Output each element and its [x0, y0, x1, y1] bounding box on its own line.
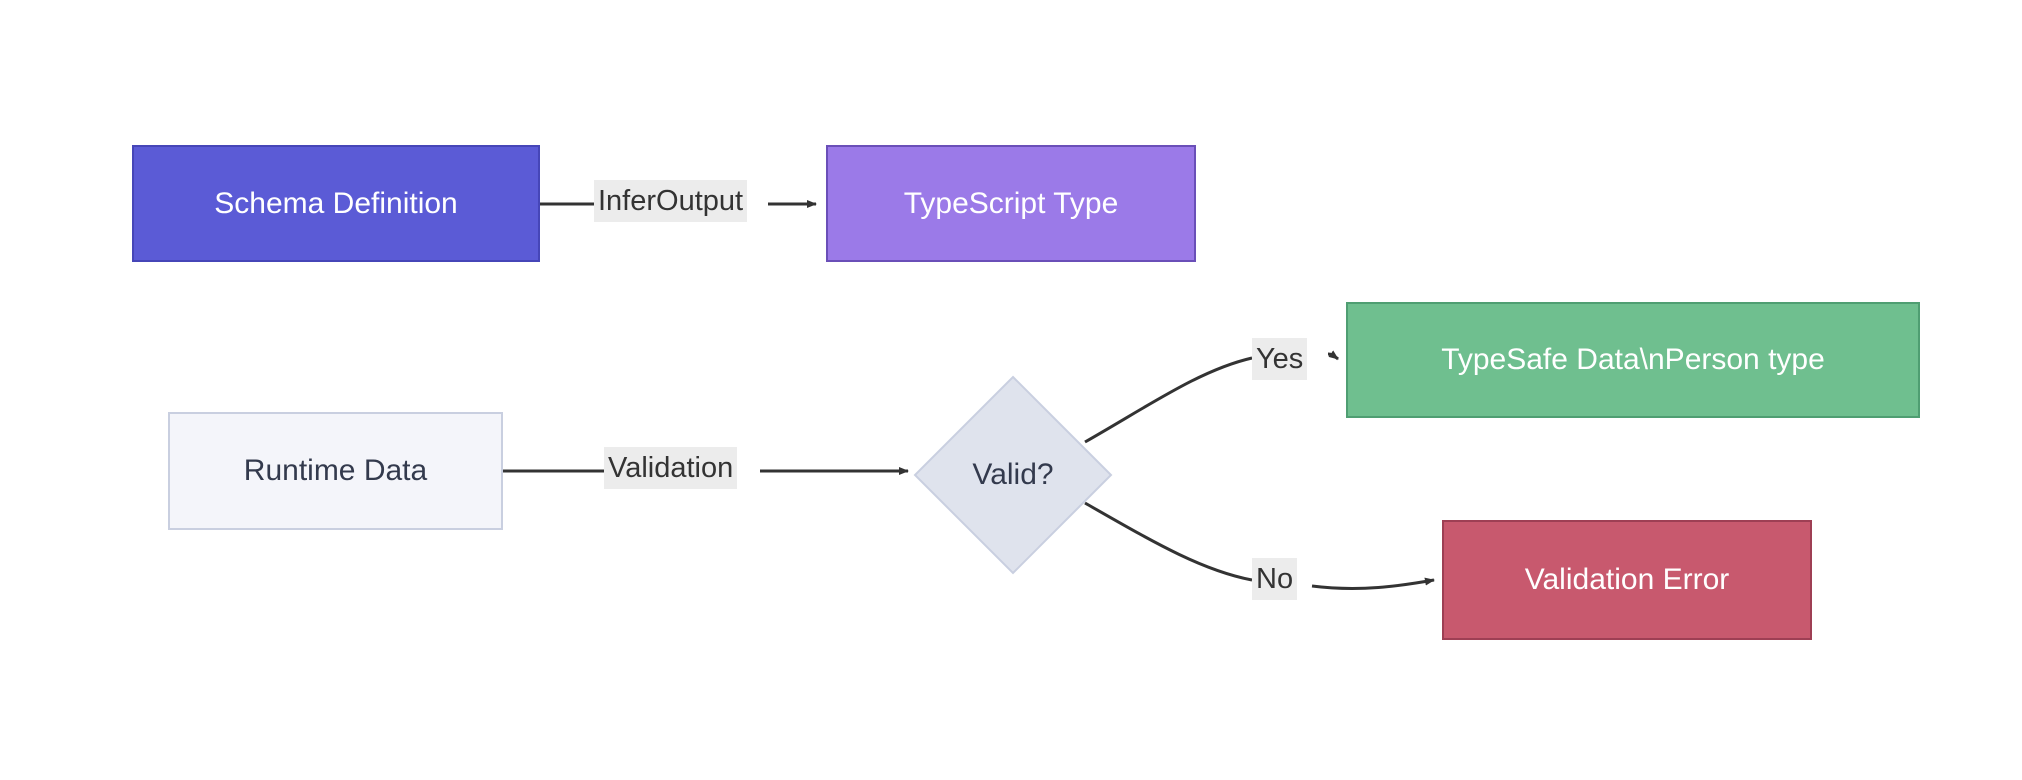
- node-validation-error[interactable]: Validation Error: [1442, 520, 1812, 640]
- node-typesafe-data-label: TypeSafe Data\nPerson type: [1441, 343, 1825, 376]
- node-typescript-type[interactable]: TypeScript Type: [826, 145, 1196, 262]
- node-typescript-type-label: TypeScript Type: [903, 186, 1119, 220]
- node-valid-decision-label: Valid?: [972, 458, 1054, 491]
- edge-label-validation: Validation: [604, 447, 738, 490]
- node-typesafe-data[interactable]: TypeSafe Data\nPerson type: [1346, 302, 1920, 418]
- edge-label-no: No: [1252, 558, 1298, 601]
- node-validation-error-label: Validation Error: [1524, 563, 1730, 596]
- node-schema-definition[interactable]: Schema Definition: [132, 145, 540, 262]
- node-schema-definition-label: Schema Definition: [214, 186, 458, 220]
- node-runtime-data[interactable]: Runtime Data: [168, 412, 503, 530]
- edge-no-arrow-path: [1311, 577, 1435, 590]
- edge-label-yes: Yes: [1252, 338, 1308, 381]
- diamond-shape-icon: [913, 375, 1113, 575]
- node-valid-decision[interactable]: Valid?: [913, 375, 1113, 575]
- node-runtime-data-label: Runtime Data: [243, 454, 428, 487]
- edge-label-infer-output: InferOutput: [594, 180, 748, 223]
- edge-yes-arrow-path: [1327, 350, 1339, 361]
